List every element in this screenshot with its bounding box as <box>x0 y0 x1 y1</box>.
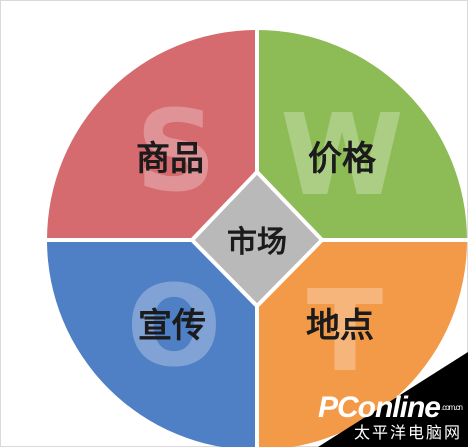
center-label: 市场 <box>227 225 287 260</box>
watermark: PConline.com.cn 太平洋电脑网 <box>312 391 463 443</box>
label-o: 宣传 <box>138 306 206 346</box>
quadrant-s <box>47 30 257 240</box>
label-t: 地点 <box>306 306 374 346</box>
watermark-domain: .com.cn <box>440 403 463 412</box>
letter-o: O <box>126 262 221 392</box>
watermark-logo-text: PConline <box>317 391 441 424</box>
center-diamond <box>189 169 325 309</box>
quadrant-t <box>257 240 467 447</box>
quadrant-w <box>257 30 467 240</box>
watermark-corner <box>318 352 468 447</box>
label-w: 价格 <box>308 139 377 179</box>
letter-w: W <box>280 91 404 221</box>
watermark-logo: PConline.com.cn <box>312 391 463 424</box>
letter-s: S <box>136 87 217 217</box>
watermark-subtitle: 太平洋电脑网 <box>353 423 462 442</box>
label-s: 商品 <box>136 139 204 179</box>
quadrant-o <box>47 240 257 447</box>
